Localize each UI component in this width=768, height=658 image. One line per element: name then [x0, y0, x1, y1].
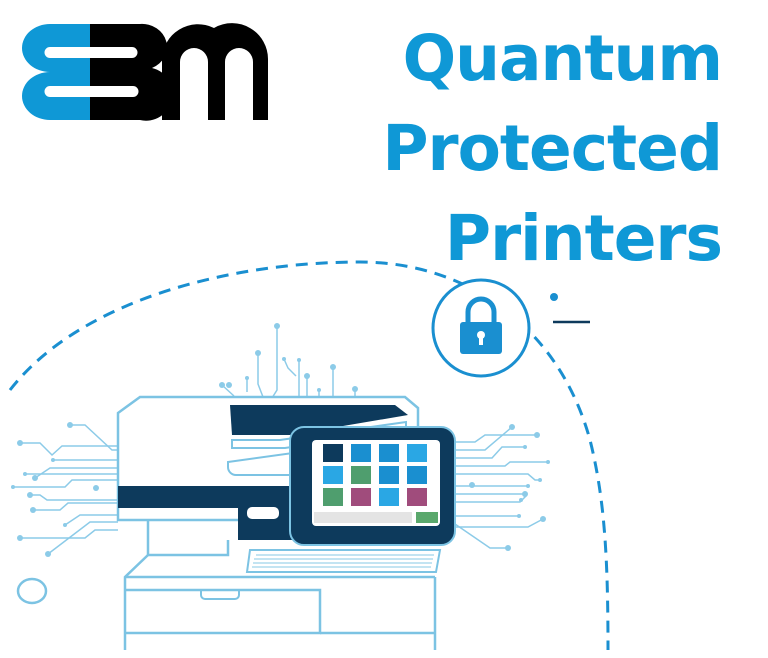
screen-tile — [351, 444, 371, 462]
circuit-lines-left — [13, 424, 118, 555]
screen-tile — [407, 488, 427, 506]
ebm-logo — [22, 23, 269, 121]
screen-tile — [407, 444, 427, 462]
headline: Quantum Protected Printers — [382, 14, 723, 284]
headline-line-2: Protected — [382, 112, 723, 185]
screen-tile — [379, 488, 399, 506]
screen-tile — [379, 444, 399, 462]
headline-line-3: Printers — [444, 202, 723, 275]
touchscreen-panel — [289, 426, 456, 546]
screen-tile — [323, 444, 343, 462]
screen-tile — [407, 466, 427, 484]
padlock-icon — [431, 278, 531, 378]
screen-tile — [351, 466, 371, 484]
screen-tile — [379, 466, 399, 484]
dashed-arc — [8, 260, 610, 651]
screen-tile — [323, 466, 343, 484]
screen-tile — [351, 488, 371, 506]
screen-tile — [323, 488, 343, 506]
headline-line-1: Quantum — [402, 22, 723, 95]
